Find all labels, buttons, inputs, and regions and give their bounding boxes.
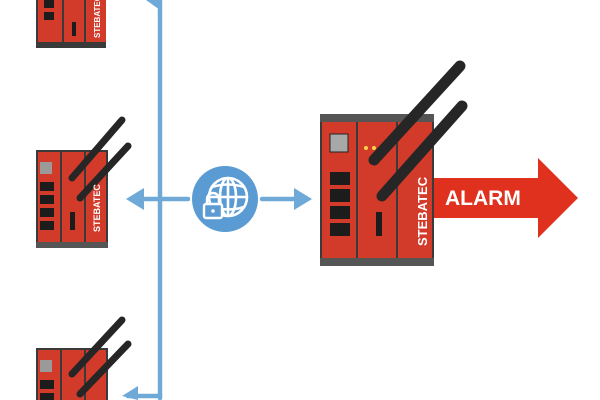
device-left-middle: STEBATEC <box>36 116 132 248</box>
device-left-bottom <box>36 316 132 400</box>
device-brand-label: STEBATEC <box>415 176 430 246</box>
arrowhead-icon-left <box>126 188 144 210</box>
device-brand-label: STEBATEC <box>92 184 102 232</box>
device-brand-label: STEBATEC <box>93 0 102 38</box>
arrowhead-icon-bottom <box>122 386 138 400</box>
antenna-icon <box>368 60 466 166</box>
antenna-icon <box>68 316 126 378</box>
alarm-label: ALARM <box>445 187 521 210</box>
antenna-icon <box>68 116 126 182</box>
arrowhead-icon-top <box>146 0 160 10</box>
arrow-right-icon: ALARM <box>434 158 578 238</box>
globe-lock-icon <box>192 166 258 232</box>
device-central: STEBATEC <box>320 60 468 266</box>
antenna-icon <box>376 100 468 202</box>
arrowhead-icon-right <box>294 188 312 210</box>
device-left-top: STEBATEC <box>36 0 106 48</box>
antenna-icon <box>76 142 132 202</box>
network-bus <box>125 0 301 400</box>
antenna-icon <box>76 340 132 398</box>
